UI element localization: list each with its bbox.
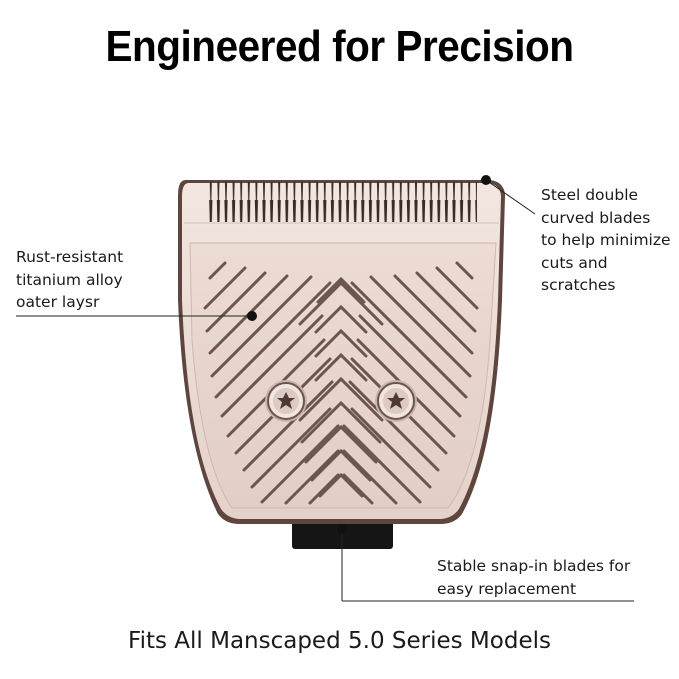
annotation-leader-bottom-right: [337, 524, 634, 602]
annotation-line: to help minimize: [541, 231, 671, 249]
blade-teeth: [207, 182, 477, 222]
annotation-steel-blades: Steel double curved blades to help minim…: [541, 184, 671, 297]
annotation-line: scratches: [541, 276, 616, 294]
blade-front-panel: [189, 242, 497, 509]
annotation-line: Stable snap-in blades for: [437, 557, 631, 575]
annotation-snap-in: Stable snap-in blades for easy replaceme…: [437, 555, 630, 600]
annotation-line: Rust-resistant: [16, 248, 124, 266]
page-title: Engineered for Precision: [105, 22, 574, 71]
groove-pattern: [203, 261, 479, 505]
annotation-line: titanium alloy: [16, 270, 123, 289]
annotation-leader-left: [16, 311, 257, 321]
screw-right: [375, 380, 417, 422]
annotation-line: oater laysr: [16, 293, 100, 311]
annotation-line: curved blades: [541, 208, 651, 227]
annotation-line: easy replacement: [437, 579, 577, 598]
annotation-line: cuts and: [541, 253, 608, 272]
annotation-line: Steel double: [541, 186, 639, 204]
compatibility-footer: Fits All Manscaped 5.0 Series Models: [128, 628, 551, 654]
annotation-titanium-coating: Rust-resistant titanium alloy oater lays…: [16, 246, 123, 314]
annotation-leader-top-right: [481, 175, 536, 215]
screw-left: [265, 380, 307, 422]
